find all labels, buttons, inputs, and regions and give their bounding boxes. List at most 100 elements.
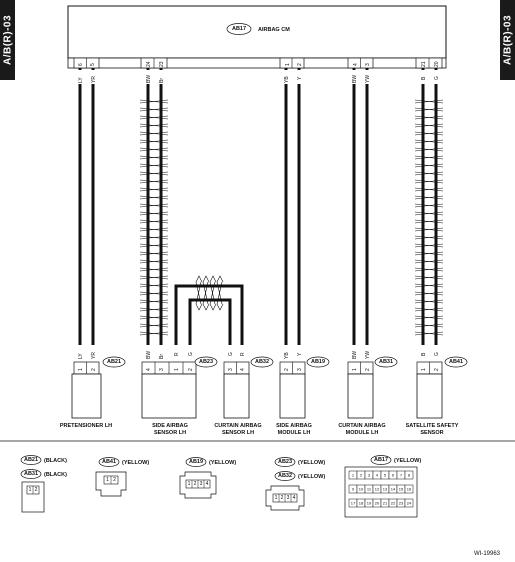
connector-code: AB23 bbox=[199, 359, 213, 365]
legend-cell: 4 bbox=[293, 495, 296, 501]
legend-cell: 2 bbox=[281, 495, 284, 501]
connector-code: AB32 bbox=[255, 359, 269, 365]
connector-code-oval bbox=[444, 356, 468, 368]
wire-code: YR bbox=[91, 76, 97, 83]
legend-cell: 3 bbox=[200, 481, 203, 487]
ecu-airbag-cm: AB17 AIRBAG CM bbox=[67, 5, 447, 69]
connector-code-oval bbox=[306, 356, 330, 368]
legend-cell: 2 bbox=[35, 487, 38, 493]
wire-code: B bbox=[421, 352, 427, 356]
component-label: SENSOR bbox=[420, 430, 443, 436]
wire-code: BW bbox=[352, 75, 358, 83]
component-curtain-airbag-sensor-lh: G R 3 4 AB32 CURTAIN AIRBAG SENSOR LH bbox=[214, 346, 274, 436]
ecu-pin: 24 bbox=[146, 61, 152, 67]
legend-cell: 6 bbox=[392, 473, 395, 478]
wire-code: LY bbox=[78, 353, 84, 359]
legend-cell: 2 bbox=[360, 473, 363, 478]
legend-connector-ab19: AB19 (YELLOW) 1 2 3 4 bbox=[179, 457, 236, 499]
component-pin: 1 bbox=[78, 368, 84, 371]
legend-cell: 20 bbox=[375, 501, 380, 506]
component-label: MODULE LH bbox=[346, 430, 379, 436]
component-label: SENSOR LH bbox=[222, 430, 254, 436]
ecu-name: AIRBAG CM bbox=[258, 27, 290, 33]
legend-cell: 7 bbox=[400, 473, 403, 478]
ecu-code: AB17 bbox=[232, 26, 246, 32]
component-pin: 3 bbox=[159, 368, 165, 371]
wire-code: G bbox=[434, 352, 440, 356]
component-curtain-airbag-module-lh: BW YW 1 2 AB31 CURTAIN AIRBAG MODULE LH bbox=[338, 346, 398, 436]
wire-code: YW bbox=[365, 75, 371, 83]
section-tab-left: A/B(R)-03 bbox=[0, 0, 15, 80]
legend-color: (BLACK) bbox=[44, 472, 67, 478]
ecu-pin: 4 bbox=[353, 63, 359, 66]
component-pin: 3 bbox=[228, 368, 234, 371]
component-pin: 2 bbox=[284, 368, 290, 371]
wire-code: BW bbox=[146, 75, 152, 83]
legend-cell: 1 bbox=[188, 481, 191, 487]
component-label: MODULE LH bbox=[278, 430, 311, 436]
component-side-airbag-sensor-lh: BW Br R G 4 3 1 2 AB23 SIDE AIRBAG SENSO… bbox=[141, 346, 218, 436]
component-pretensioner-lh: LY YR 1 2 AB21 PRETENSIONER LH bbox=[60, 346, 126, 429]
component-label: SIDE AIRBAG bbox=[276, 423, 312, 429]
wire-code: Y bbox=[297, 76, 303, 80]
legend-code: AB31 bbox=[24, 471, 38, 477]
ecu-pin: 21 bbox=[421, 61, 427, 67]
legend-color: (YELLOW) bbox=[394, 458, 421, 464]
legend-cell: 16 bbox=[407, 487, 412, 492]
ecu-pin: 20 bbox=[434, 61, 440, 67]
wire-code: Br bbox=[159, 78, 165, 83]
legend-color: (BLACK) bbox=[44, 458, 67, 464]
ecu-pin-group-1: 6 5 bbox=[73, 57, 100, 69]
twisted-pair-hatch-1 bbox=[139, 99, 169, 336]
legend-cell: 3 bbox=[368, 473, 371, 478]
component-pin: 4 bbox=[240, 368, 246, 371]
legend-code: AB32 bbox=[278, 473, 292, 479]
legend-connector-ab23-ab32: AB23 (YELLOW) AB32 (YELLOW) 1 2 3 4 bbox=[265, 457, 325, 511]
connector-code-oval bbox=[374, 356, 398, 368]
legend-cell: 19 bbox=[367, 501, 372, 506]
legend-cell: 4 bbox=[376, 473, 379, 478]
legend-cell: 5 bbox=[384, 473, 387, 478]
connector-code-oval bbox=[250, 356, 274, 368]
component-pin: 2 bbox=[188, 368, 194, 371]
component-pin: 3 bbox=[297, 368, 303, 371]
legend-cell: 24 bbox=[407, 501, 412, 506]
component-label: PRETENSIONER LH bbox=[60, 423, 112, 429]
twisted-pair-hatch-2 bbox=[414, 99, 444, 336]
legend-cell: 12 bbox=[375, 487, 380, 492]
component-pin: 2 bbox=[365, 368, 371, 371]
connector-code: AB19 bbox=[311, 359, 325, 365]
wire-code: Y bbox=[297, 352, 303, 356]
component-label: SATELLITE SAFETY bbox=[406, 423, 459, 429]
legend-cell-box bbox=[404, 470, 414, 480]
legend-color: (YELLOW) bbox=[298, 474, 325, 480]
legend-cell: 3 bbox=[287, 495, 290, 501]
legend-cell: 4 bbox=[206, 481, 209, 487]
component-label: CURTAIN AIRBAG bbox=[214, 423, 261, 429]
legend-connector-ab41: AB41 (YELLOW) 1 2 bbox=[95, 457, 149, 497]
legend-color: (YELLOW) bbox=[122, 460, 149, 466]
ecu-code-oval bbox=[226, 23, 252, 35]
wire-code: YB bbox=[284, 352, 290, 359]
section-tab-right: A/B(R)-03 bbox=[500, 0, 515, 80]
legend-color: (YELLOW) bbox=[298, 460, 325, 466]
legend-cell: 17 bbox=[351, 501, 356, 506]
wire-code: R bbox=[174, 352, 180, 356]
legend-connector-ab21-ab31: AB21 (BLACK) AB31 (BLACK) 1 2 bbox=[20, 455, 67, 513]
legend-color: (YELLOW) bbox=[209, 460, 236, 466]
wire-code: B bbox=[421, 76, 427, 80]
legend-cell: 2 bbox=[194, 481, 197, 487]
legend-cell: 18 bbox=[359, 501, 364, 506]
ecu-pin: 2 bbox=[297, 63, 303, 66]
wire-code: YW bbox=[365, 351, 371, 359]
connector-code: AB41 bbox=[449, 359, 463, 365]
connector-code-oval bbox=[194, 356, 218, 368]
component-pin: 1 bbox=[421, 368, 427, 371]
component-label: SENSOR LH bbox=[154, 430, 186, 436]
legend-cell: 8 bbox=[408, 473, 411, 478]
legend-cell: 13 bbox=[383, 487, 388, 492]
component-label: CURTAIN AIRBAG bbox=[338, 423, 385, 429]
wire-code: G bbox=[188, 352, 194, 356]
